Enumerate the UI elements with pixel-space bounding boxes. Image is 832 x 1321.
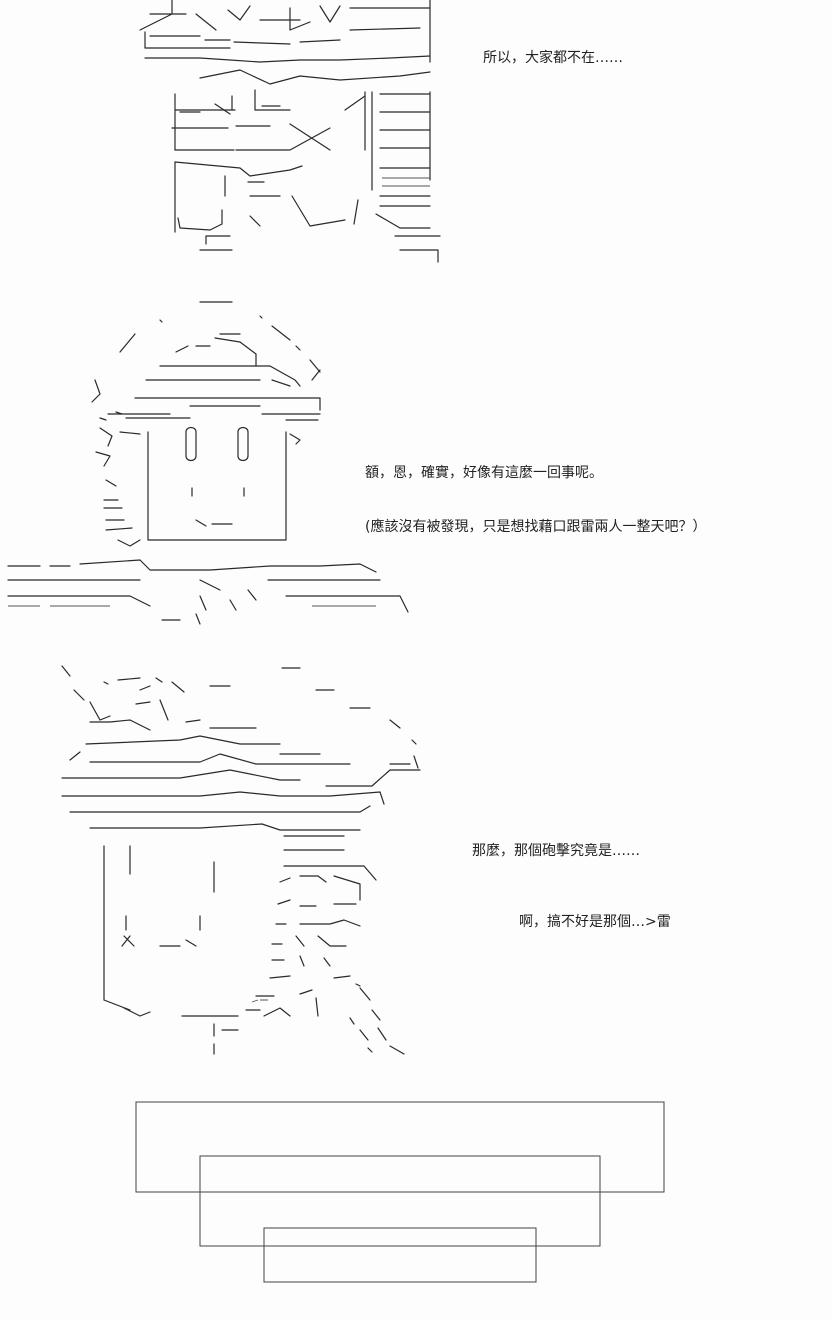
figure-2-art	[7, 301, 409, 625]
dialog-line: 額，恩，確實，好像有這麼一回事呢。	[365, 465, 603, 481]
figure-1-art	[139, 0, 441, 263]
nested-rectangles	[135, 1101, 665, 1283]
dialog-line: 那麼，那個砲擊究竟是……	[472, 843, 640, 859]
figure-3-art	[61, 665, 421, 1055]
dialog-thought: (應該沒有被發現，只是想找藉口跟雷兩人一整天吧？）	[365, 519, 707, 535]
dialog-line: 啊，搞不好是那個…>雷	[519, 914, 671, 930]
dialog-line: 所以，大家都不在……	[483, 50, 623, 66]
